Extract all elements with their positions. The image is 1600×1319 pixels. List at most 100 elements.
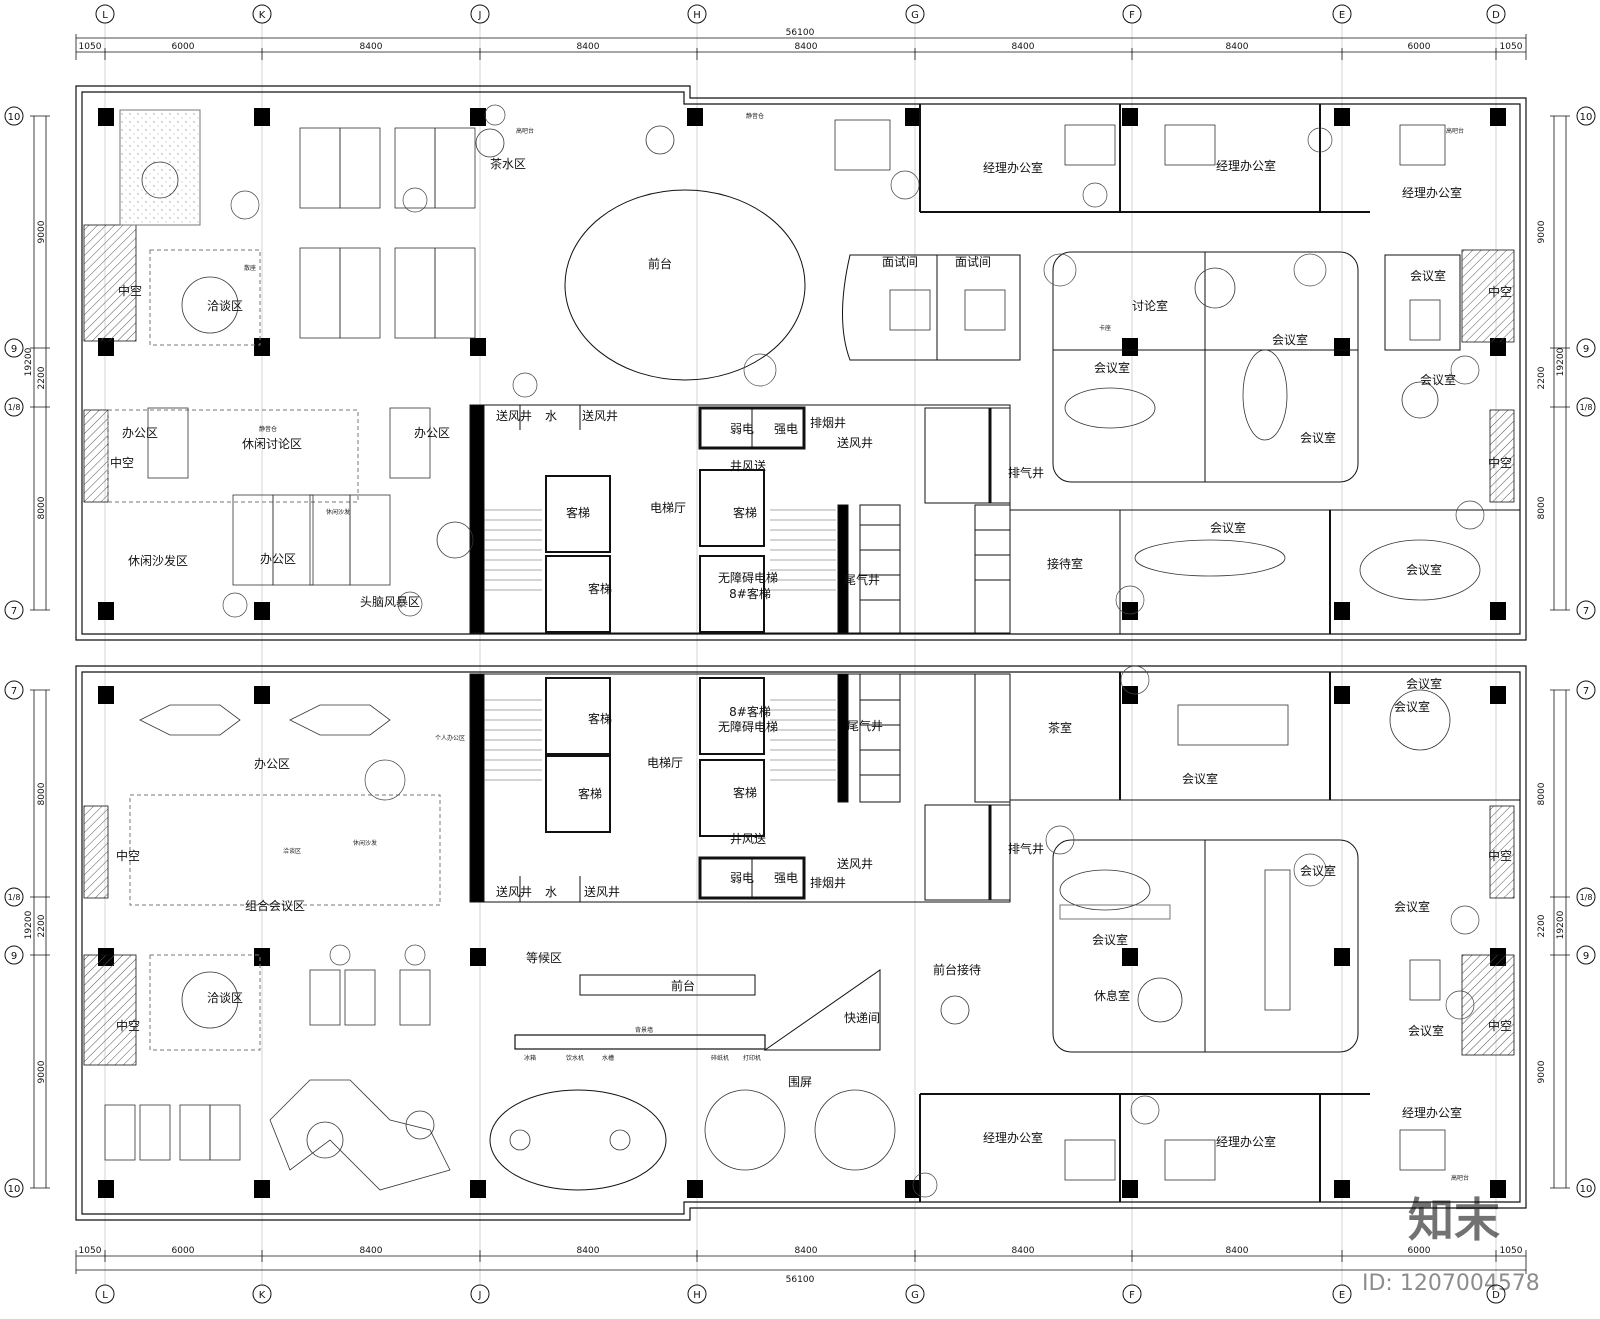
label-void: 中空 [1488,284,1512,299]
label-tail-shaft: 尾气井 [844,572,880,587]
label-lift-8: 8#客梯 [729,704,771,719]
label-talk: 洽谈区 [283,847,301,855]
row-label: 7 [11,686,17,697]
label-lift: 客梯 [733,505,757,520]
label-office: 办公区 [122,425,158,440]
label-smoke-shaft: 排烟井 [810,416,846,430]
dim-col: 6000 [172,1246,195,1256]
furniture [104,119,1481,1191]
row-label: 10 [8,1184,21,1195]
dim-col: 8400 [795,1246,818,1256]
row-label: 1/8 [8,893,21,902]
label-air-shaft: 送风井 [582,408,618,423]
label-elevator-hall: 电梯厅 [650,501,686,515]
label-weak-current: 弱电 [730,871,754,885]
label-air-shaft: 送风井 [496,884,532,899]
dim-col: 8400 [1226,42,1249,52]
dim-side-total: 19200 [1556,910,1566,939]
dimension-lines-side [30,115,1570,1189]
axis-label-top: L [102,10,108,21]
label-reception-room: 接待室 [1047,556,1083,571]
label-quiet-pod: 静音仓 [259,425,277,433]
structural-columns [98,108,1506,1198]
label-strong-current: 强电 [774,871,798,885]
label-meeting: 会议室 [1094,360,1130,375]
label-negotiation: 洽谈区 [207,299,243,313]
label-high-bar: 高吧台 [1451,1174,1469,1182]
dim-overall: 56100 [786,1275,815,1285]
axis-label-bottom: F [1129,1290,1135,1301]
label-dispenser: 饮水机 [566,1054,584,1062]
label-backdrop: 背景墙 [635,1026,653,1034]
row-bubbles-left [4,106,24,1198]
label-void: 中空 [1488,1018,1512,1033]
axis-label-bottom: K [259,1290,266,1301]
axis-label-top: G [911,10,919,21]
label-meeting: 会议室 [1300,430,1336,445]
dim-col: 8400 [1012,42,1035,52]
dim-side: 9000 [1537,1060,1547,1083]
void-areas [83,224,1515,1066]
row-label: 9 [1583,344,1589,355]
label-reception: 前台 [648,256,672,271]
label-interview: 面试间 [882,254,918,269]
label-exhaust-shaft: 排气井 [1008,841,1044,856]
row-label: 9 [1583,951,1589,962]
label-tea-room: 茶室 [1048,720,1072,735]
watermark: 知末 ID: 1207004578 [1362,1193,1540,1296]
label-meeting: 会议室 [1210,520,1246,535]
dim-col: 8400 [1226,1246,1249,1256]
label-office: 办公区 [260,551,296,566]
label-meeting: 会议室 [1092,932,1128,947]
dim-side: 9000 [1537,220,1547,243]
dim-side: 9000 [37,1060,47,1083]
label-manager-office: 经理办公室 [1402,185,1462,200]
label-reception: 前台 [671,978,695,993]
label-printer: 打印机 [743,1054,761,1062]
axis-grid [104,22,1497,1290]
label-strong-current: 强电 [774,422,798,436]
label-lift-8: 8#客梯 [729,586,771,601]
axis-bubbles-bottom [95,1284,1506,1304]
dim-col: 1050 [79,1246,102,1256]
label-discussion: 讨论室 [1132,298,1168,313]
label-air-shaft: 送风井 [496,408,532,423]
label-high-bar: 高吧台 [1446,127,1464,135]
label-meeting: 会议室 [1406,562,1442,577]
row-label: 7 [1583,606,1589,617]
label-meeting: 会议室 [1182,771,1218,786]
dim-col: 6000 [1408,1246,1431,1256]
label-screen: 围屏 [788,1075,812,1089]
dimension-lines-top [75,34,1527,60]
axis-label-bottom: D [1492,1290,1500,1301]
core-upper [469,404,1011,634]
label-high-bar: 高吧台 [516,127,534,135]
label-rest-room: 休息室 [1094,988,1130,1003]
label-sofa: 休闲沙发 [326,508,350,516]
label-water: 水 [545,885,557,899]
dim-side: 9000 [37,220,47,243]
row-label: 1/8 [1580,893,1593,902]
dim-side: 2200 [37,366,47,389]
label-void: 中空 [1488,848,1512,863]
axis-label-bottom: L [102,1290,108,1301]
watermark-brand: 知末 [1408,1193,1500,1247]
axis-label-top: E [1339,10,1345,21]
label-accessible-lift: 无障碍电梯 [718,570,778,585]
label-water: 水 [545,409,557,423]
axis-label-top: J [478,10,482,21]
axis-label-bottom: G [911,1290,919,1301]
label-meeting: 会议室 [1410,268,1446,283]
label-lift: 客梯 [566,505,590,520]
row-label: 9 [11,344,17,355]
label-elevator-hall: 电梯厅 [647,756,683,770]
label-meeting: 会议室 [1394,899,1430,914]
row-label: 10 [8,112,21,123]
dim-side: 8000 [1537,496,1547,519]
dim-side: 2200 [1537,914,1547,937]
label-fridge: 冰箱 [524,1054,536,1062]
outer-walls [75,85,1527,1221]
dim-col: 8400 [1012,1246,1035,1256]
dim-side: 2200 [1537,366,1547,389]
label-interview: 面试间 [955,254,991,269]
